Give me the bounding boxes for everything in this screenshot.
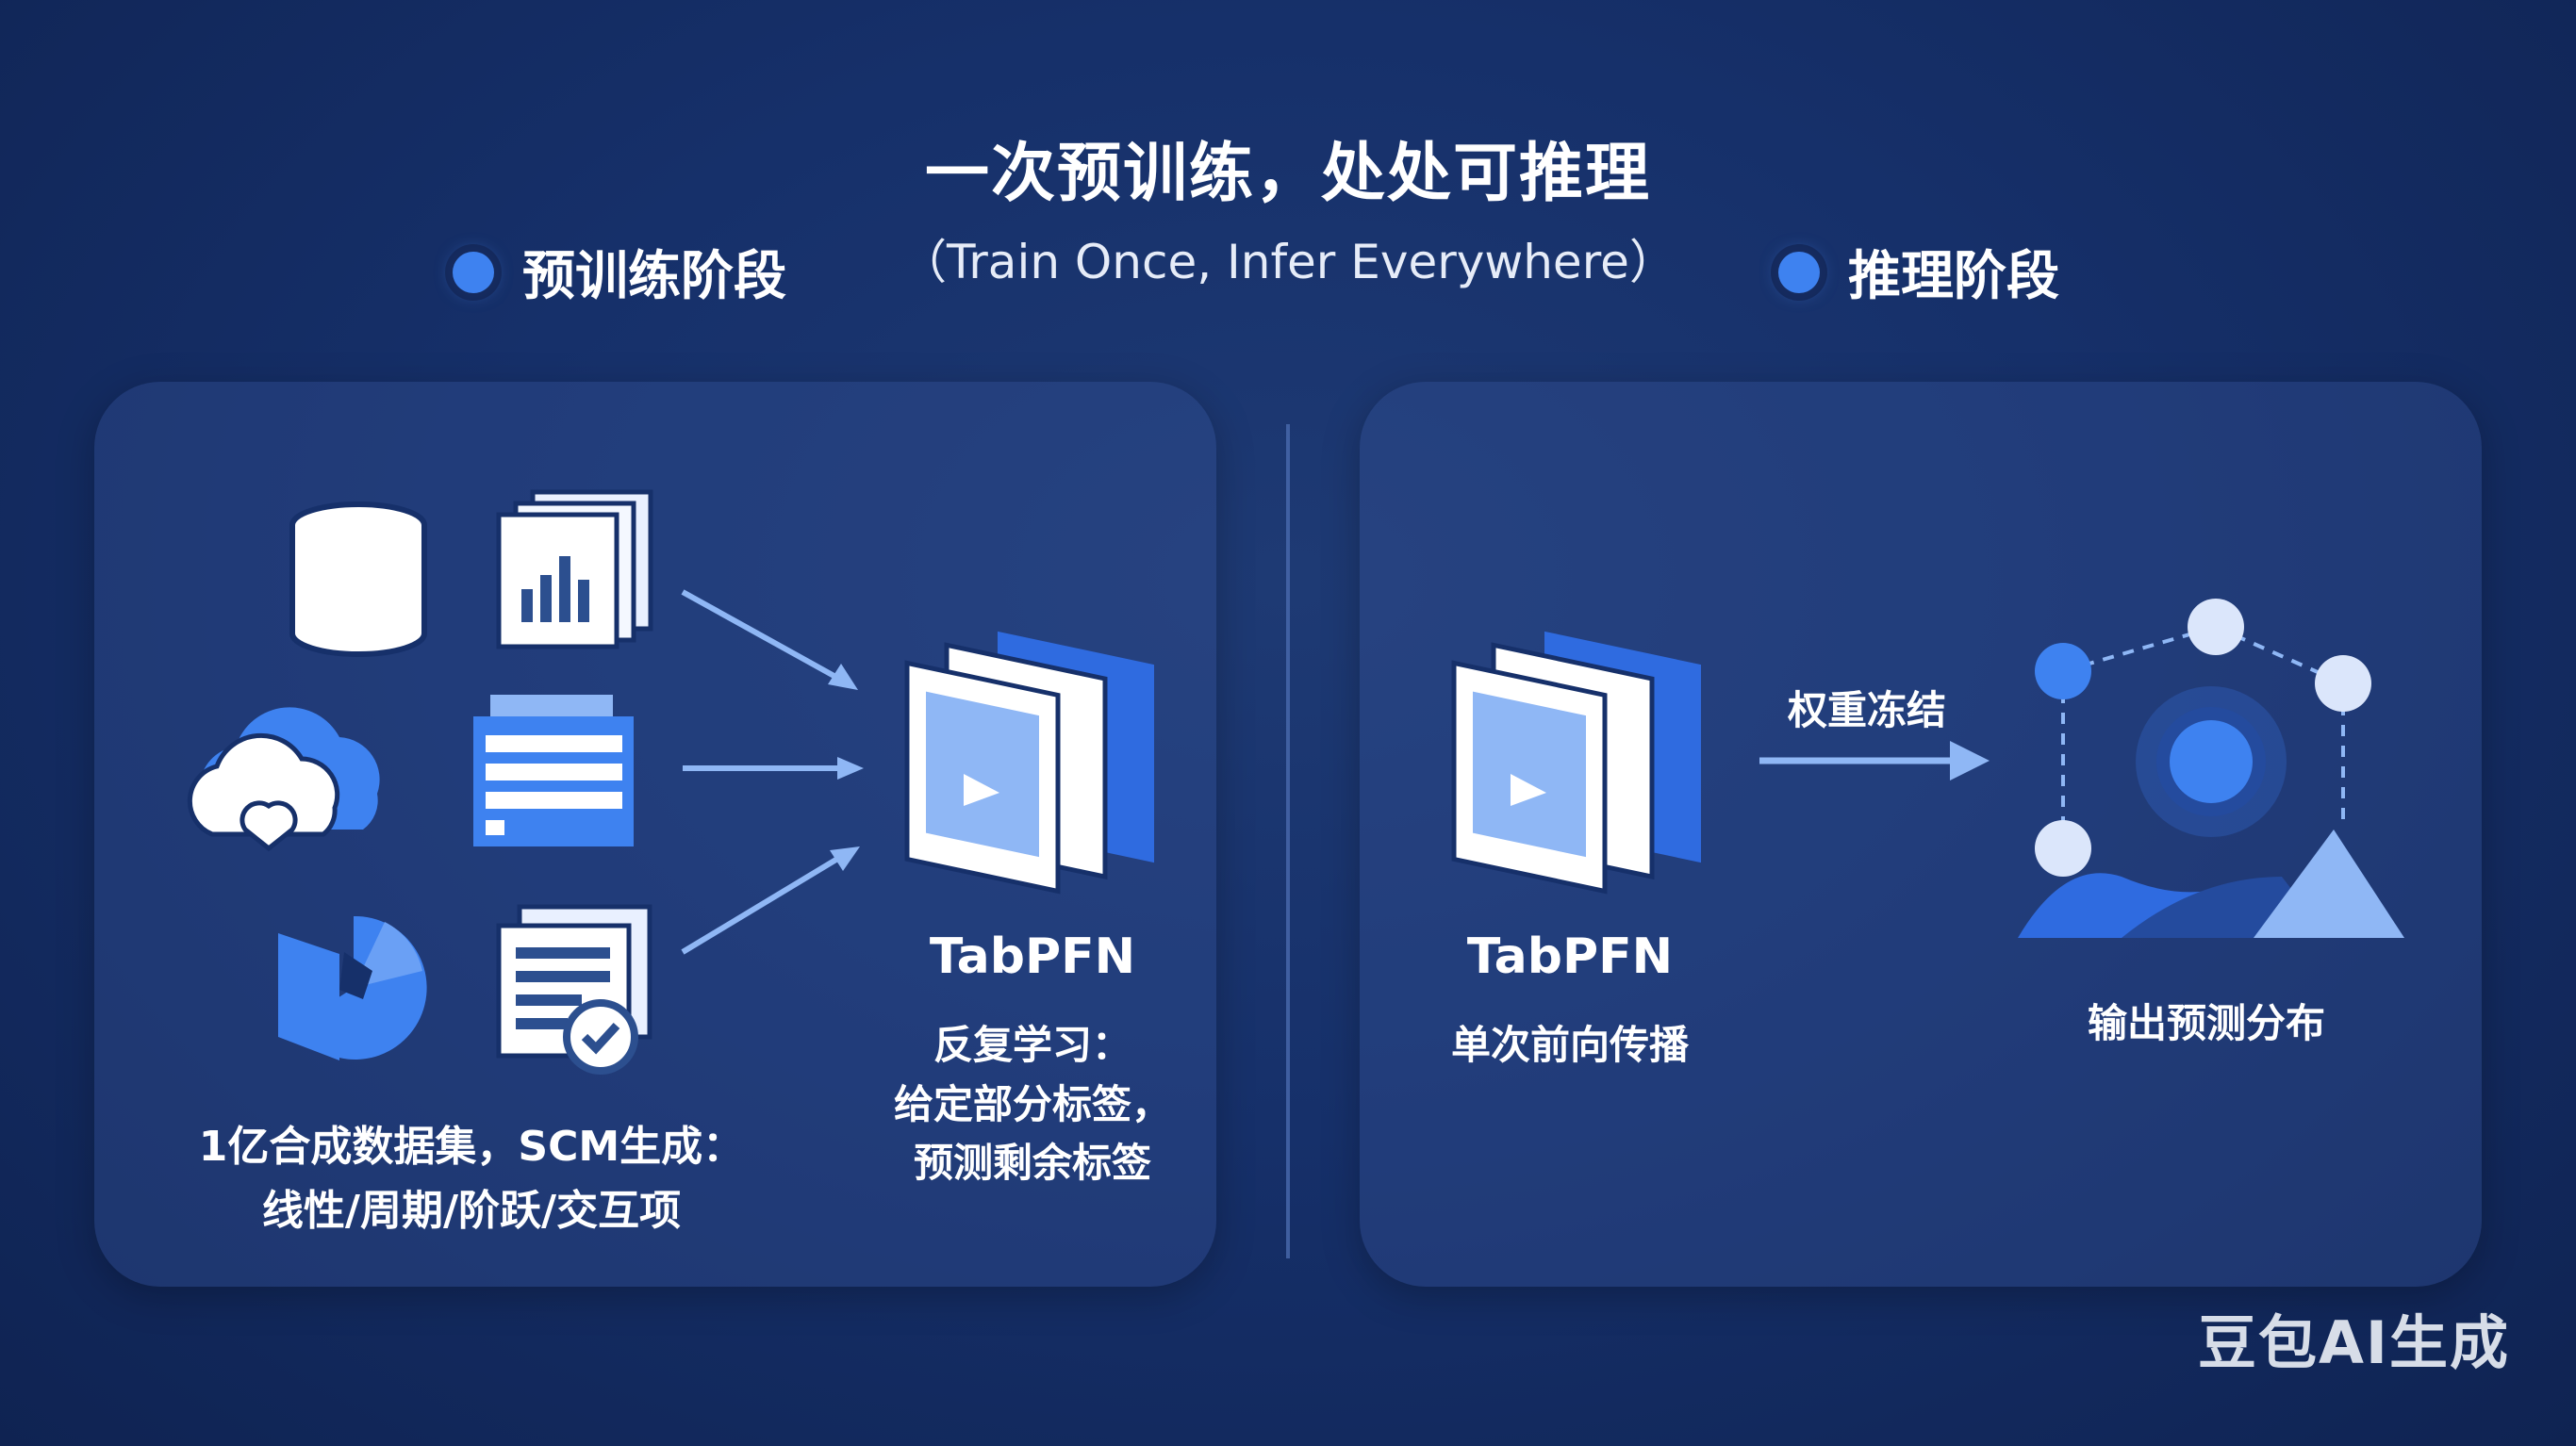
report-stack-icon [496,489,653,649]
stage-dot-icon [1778,251,1820,293]
stage-label-pretrain: 预训练阶段 [453,234,786,310]
arrow-icon [1759,741,1990,781]
model-stack-icon [1451,631,1701,895]
arrow-label-frozen: 权重冻结 [1787,687,1946,733]
arrow-icon [683,757,864,780]
model-name-pretrain: TabPFN [929,928,1136,985]
page-title: 一次预训练，处处可推理 [924,137,1651,211]
document-check-icon [496,904,652,1075]
stage-dot-icon [453,251,494,293]
arrow-icon [681,589,858,690]
distribution-network-icon [2018,599,2404,938]
database-icon [289,501,427,657]
output-label: 输出预测分布 [2087,1000,2325,1046]
page-subtitle: （Train Once, Infer Everywhere） [900,235,1676,289]
stage-text-pretrain: 预训练阶段 [522,246,786,307]
model-stack-icon [904,631,1154,895]
data-caption-line2: 线性/周期/阶跃/交互项 [261,1187,682,1235]
stage-divider [1286,424,1290,1258]
spreadsheet-icon [473,695,634,846]
stage-label-inference: 推理阶段 [1778,234,2059,310]
data-caption-line1: 1亿合成数据集，SCM生成： [198,1123,745,1171]
model-desc-line1: 反复学习： [933,1022,1131,1068]
watermark: 豆包AI生成 [2197,1308,2510,1377]
model-name-inference: TabPFN [1466,928,1674,985]
pie-chart-icon [278,915,427,1060]
model-desc-inference: 单次前向传播 [1450,1022,1689,1068]
arrow-icon [681,846,860,955]
stage-text-inference: 推理阶段 [1848,246,2059,307]
model-desc-line3: 预测剩余标签 [913,1140,1151,1186]
model-desc-line2: 给定部分标签， [893,1081,1171,1127]
cloud-icon [187,707,380,852]
